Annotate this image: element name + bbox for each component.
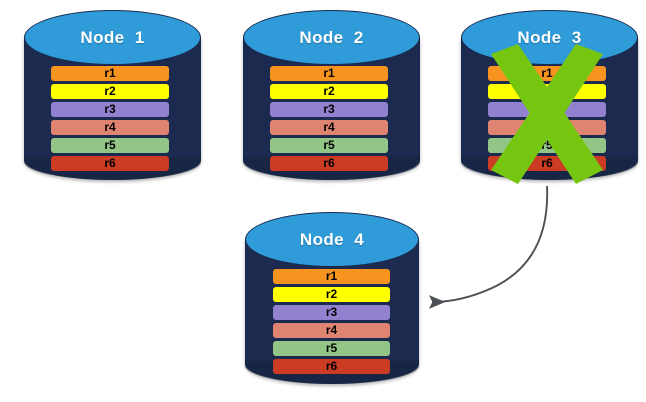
node-3[interactable]: Node 3 r1 r2 r3 r4 r5 r6: [461, 10, 638, 180]
node-2-rows: r1 r2 r3 r4 r5 r6: [270, 66, 388, 171]
node-3-row-r6[interactable]: r6: [488, 156, 606, 171]
node-2-row-r3[interactable]: r3: [270, 102, 388, 117]
arrow-path: [428, 185, 549, 309]
node-4-cylinder-top: [245, 212, 419, 267]
node-2-cylinder-top: [243, 10, 420, 65]
node-2-row-r1[interactable]: r1: [270, 66, 388, 81]
node-4-row-r2[interactable]: r2: [273, 287, 390, 302]
node-3-rows: r1 r2 r3 r4 r5 r6: [488, 66, 606, 171]
node-4[interactable]: Node 4 r1 r2 r3 r4 r5 r6: [245, 212, 419, 384]
node-4-row-r5[interactable]: r5: [273, 341, 390, 356]
node-3-row-r1[interactable]: r1: [488, 66, 606, 81]
node-3-row-r2[interactable]: r2: [488, 84, 606, 99]
node-4-row-r4[interactable]: r4: [273, 323, 390, 338]
node-4-row-r3[interactable]: r3: [273, 305, 390, 320]
node-1-cylinder-top: [24, 10, 201, 65]
node-2[interactable]: Node 2 r1 r2 r3 r4 r5 r6: [243, 10, 420, 180]
node-1-rows: r1 r2 r3 r4 r5 r6: [51, 66, 169, 171]
node-1[interactable]: Node 1 r1 r2 r3 r4 r5 r6: [24, 10, 201, 180]
node-2-row-r5[interactable]: r5: [270, 138, 388, 153]
node-1-row-r2[interactable]: r2: [51, 84, 169, 99]
node-4-row-r6[interactable]: r6: [273, 359, 390, 374]
node-4-rows: r1 r2 r3 r4 r5 r6: [273, 269, 390, 374]
node-1-row-r3[interactable]: r3: [51, 102, 169, 117]
node-1-row-r6[interactable]: r6: [51, 156, 169, 171]
node-1-row-r5[interactable]: r5: [51, 138, 169, 153]
node-1-row-r1[interactable]: r1: [51, 66, 169, 81]
node-3-row-r3[interactable]: r3: [488, 102, 606, 117]
node-3-row-r4[interactable]: r4: [488, 120, 606, 135]
node-1-row-r4[interactable]: r4: [51, 120, 169, 135]
node-3-cylinder-top: [461, 10, 638, 65]
node-2-row-r2[interactable]: r2: [270, 84, 388, 99]
node-3-row-r5[interactable]: r5: [488, 138, 606, 153]
node-4-row-r1[interactable]: r1: [273, 269, 390, 284]
node-2-row-r6[interactable]: r6: [270, 156, 388, 171]
node-2-row-r4[interactable]: r4: [270, 120, 388, 135]
